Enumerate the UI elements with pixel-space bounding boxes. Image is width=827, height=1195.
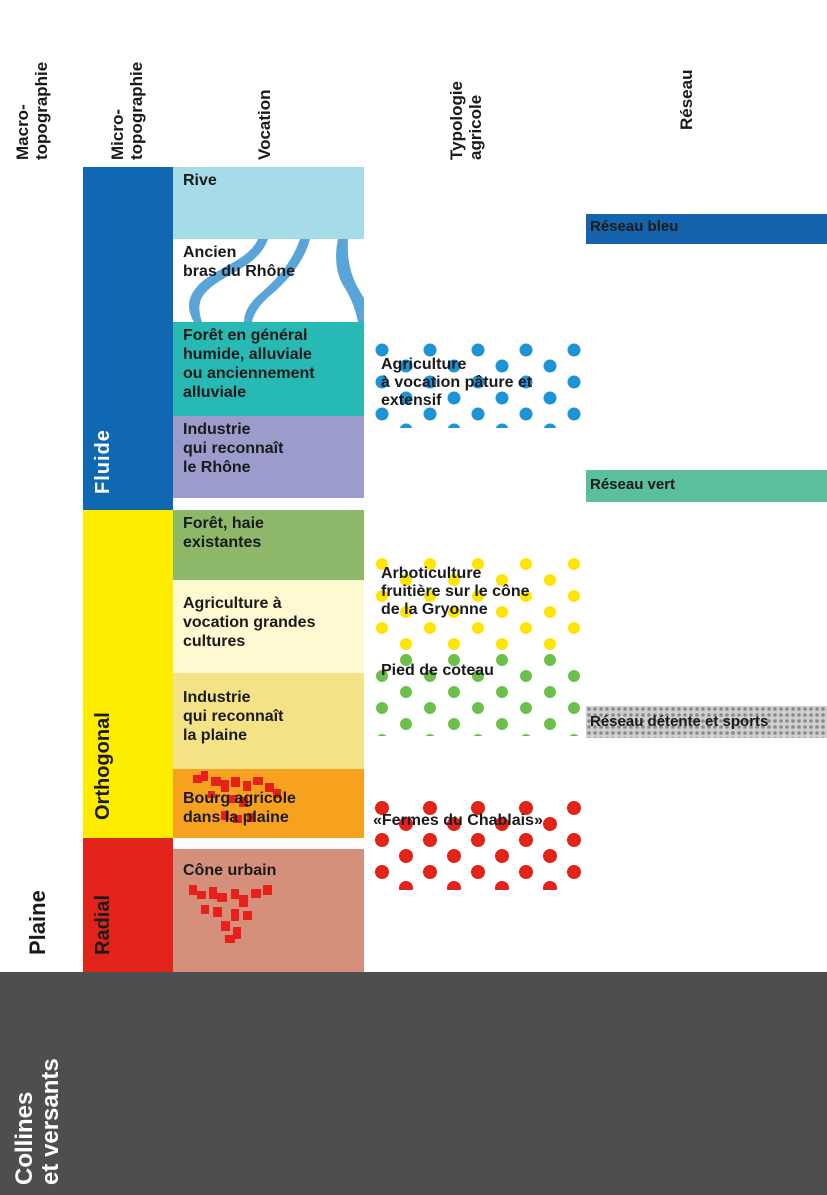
typologie-fermes-dots <box>372 800 586 890</box>
vocation-agriculture-grandes-cultures-label: Agriculture à vocation grandes cultures <box>183 595 316 650</box>
micro-orthogonal-band <box>83 510 173 838</box>
cone-buildings <box>189 885 272 943</box>
river-stream-left <box>189 239 268 322</box>
river-stream-middle <box>244 239 310 322</box>
typologie-coteau-label: Pied de coteau <box>381 662 494 679</box>
collines-band <box>0 972 827 1195</box>
vocation-ancien-bras: Ancien bras du Rhône <box>173 239 364 322</box>
typologie-arboriculture-label: Arboticulture fruitière sur le cône de l… <box>381 565 530 618</box>
typologie-paturage-label: Agriculture à vocation pâture et extensi… <box>381 356 533 409</box>
river-stream-right <box>336 239 364 322</box>
vocation-rive-label: Rive <box>183 172 217 189</box>
vocation-rive: Rive <box>173 167 364 239</box>
vocation-bourg-agricole-label: Bourg agricole dans la plaine <box>183 790 296 826</box>
reseau-vert-label: Réseau vert <box>590 476 676 493</box>
vocation-industrie-rhone: Industrie qui reconnaît le Rhône <box>173 416 364 498</box>
vocation-foret-humide: Forêt en général humide, alluviale ou an… <box>173 322 364 416</box>
reseau-detente-label: Réseau détente et sports <box>590 713 769 730</box>
vocation-cone-urbain: Cône urbain <box>173 849 364 972</box>
vocation-industrie-plaine: Industrie qui reconnaît la plaine <box>173 673 364 769</box>
reseau-bleu-bar: Réseau bleu <box>586 214 827 244</box>
vocation-foret-humide-label: Forêt en général humide, alluviale ou an… <box>183 327 315 401</box>
bourg-buildings <box>193 771 281 823</box>
vocation-gap <box>173 838 364 849</box>
vocation-foret-haie: Forêt, haie existantes <box>173 510 364 580</box>
reseau-bleu-label: Réseau bleu <box>590 218 679 235</box>
vocation-industrie-rhone-label: Industrie qui reconnaît le Rhône <box>183 421 284 476</box>
micro-radial-band <box>83 838 173 972</box>
vocation-ancien-bras-label: Ancien bras du Rhône <box>183 244 296 280</box>
vocation-industrie-plaine-label: Industrie qui reconnaît la plaine <box>183 689 284 744</box>
reseau-vert-bar: Réseau vert <box>586 470 827 502</box>
typologie-arboriculture-dots <box>372 556 586 652</box>
vocation-agriculture-grandes-cultures: Agriculture à vocation grandes cultures <box>173 580 364 673</box>
vocation-bourg-agricole: Bourg agricole dans la plaine <box>173 769 364 838</box>
reseau-detente-dots <box>586 706 827 738</box>
typologie-fermes-label: «Fermes du Chablais» <box>373 812 543 829</box>
micro-fluide-band <box>83 167 173 510</box>
vocation-cone-urbain-label: Cône urbain <box>183 862 277 879</box>
typologie-coteau-dots <box>372 652 586 736</box>
typologie-paturage-dots <box>372 342 586 428</box>
vocation-foret-haie-label: Forêt, haie existantes <box>183 515 264 551</box>
